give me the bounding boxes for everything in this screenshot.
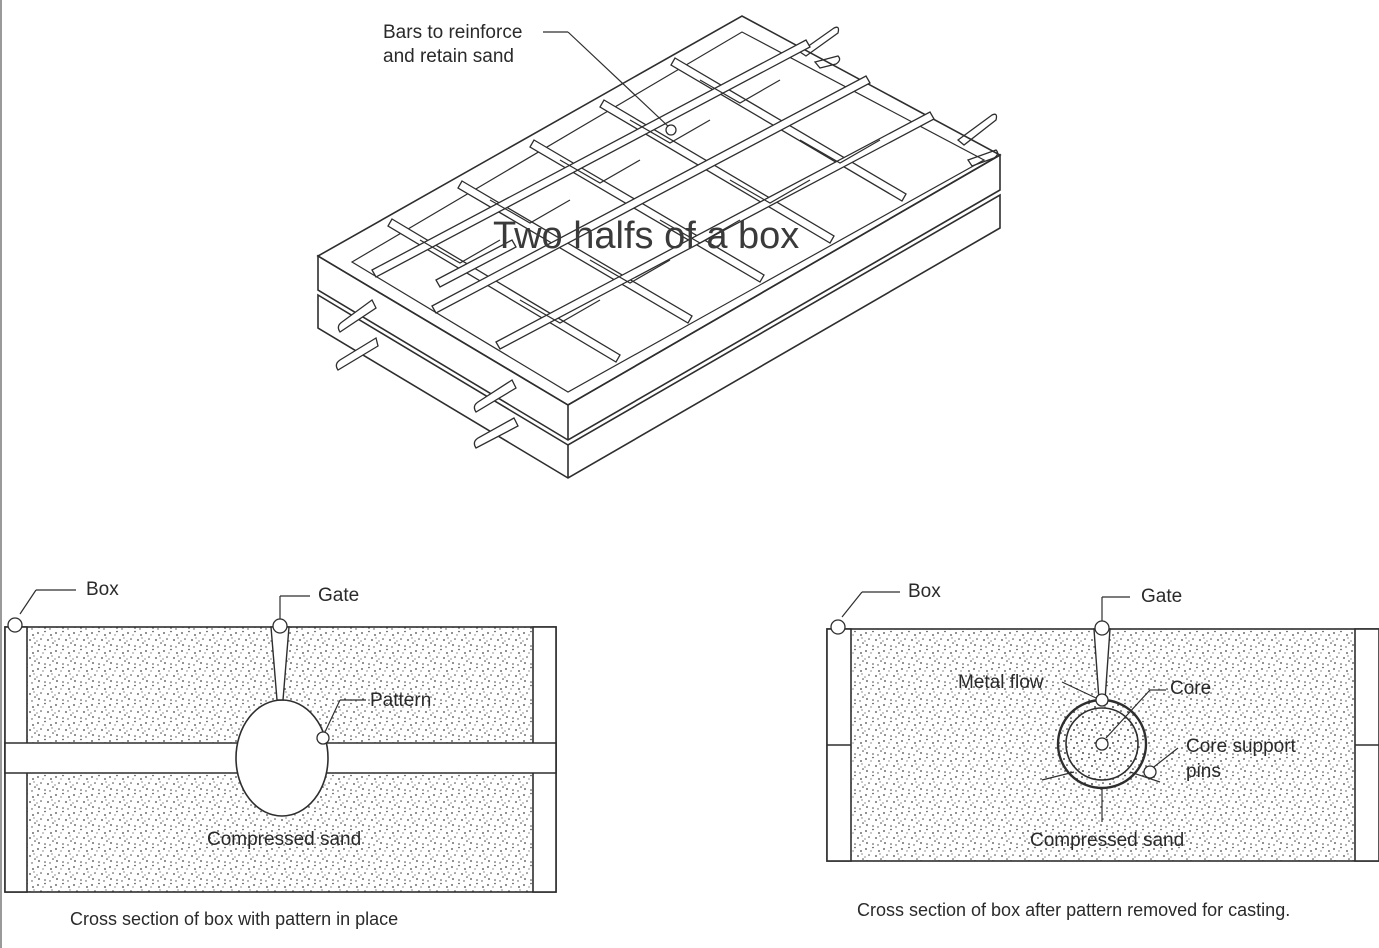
core-pin-right	[1129, 771, 1161, 783]
top-box-half	[316, 15, 1002, 441]
left-box-marker-icon	[7, 617, 23, 633]
left-pattern-label: Pattern	[370, 690, 431, 711]
page-left-edge	[0, 0, 2, 948]
left-cross-section: Box Gate Pattern Compressed sand Cross s…	[4, 579, 557, 929]
right-cross-section: Box Gate Metal flow Core Core support pi…	[826, 581, 1379, 920]
left-gate-marker-icon	[272, 618, 288, 634]
metal-flow-label: Metal flow	[958, 672, 1044, 693]
right-caption: Cross section of box after pattern remov…	[857, 900, 1290, 920]
pattern-overlap	[240, 745, 324, 771]
core-outline	[1065, 707, 1139, 781]
right-leaders	[830, 591, 1179, 779]
right-gate-marker-icon	[1094, 620, 1110, 636]
right-sand-label: Compressed sand	[1030, 830, 1184, 851]
metal-flow-marker-icon	[1095, 693, 1109, 707]
core-pin-marker-icon	[1143, 765, 1157, 779]
left-leaders	[7, 589, 366, 745]
bottom-box-half	[317, 193, 1001, 479]
right-box-label: Box	[908, 581, 941, 602]
core-pin-left	[1041, 771, 1075, 781]
left-box-label: Box	[86, 579, 119, 600]
reinforcing-bars-cross	[371, 39, 935, 350]
left-pattern-marker-icon	[316, 731, 330, 745]
left-caption: Cross section of box with pattern in pla…	[70, 909, 398, 929]
left-sand-label: Compressed sand	[207, 829, 361, 850]
box-title: Two halfs of a box	[493, 215, 799, 257]
core-label: Core	[1170, 678, 1211, 699]
grid-cells	[419, 79, 881, 324]
left-gate-label: Gate	[318, 585, 359, 606]
bars-label-line1: Bars to reinforce	[383, 22, 522, 43]
bars-marker-icon	[665, 124, 677, 136]
core-center-icon	[1095, 737, 1109, 751]
two-half-box-drawing: Bars to reinforce and retain sand Two ha…	[316, 15, 1002, 479]
core-pins-label-line1: Core support	[1186, 736, 1297, 757]
alignment-pins-front	[335, 299, 519, 449]
core-pins-label-line2: pins	[1186, 761, 1221, 782]
right-gate-label: Gate	[1141, 586, 1182, 607]
right-box-marker-icon	[830, 619, 846, 635]
bars-leader	[543, 31, 677, 136]
bars-label-line2: and retain sand	[383, 46, 514, 67]
